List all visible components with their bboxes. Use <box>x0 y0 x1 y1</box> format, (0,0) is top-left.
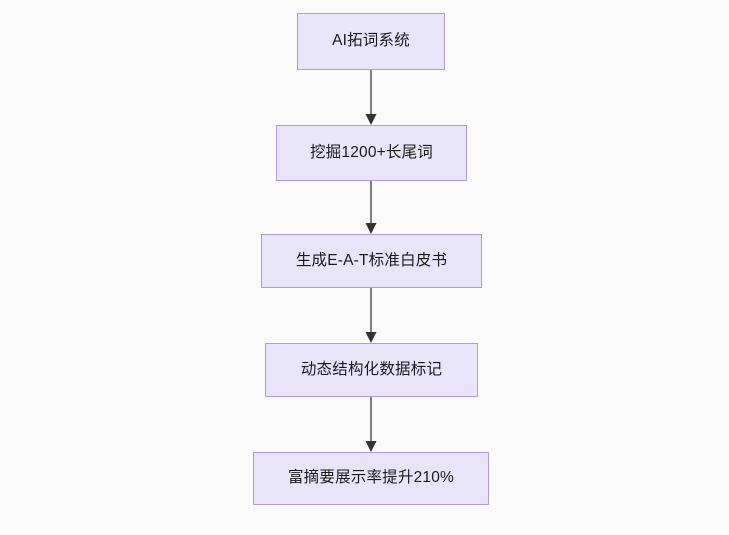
flowchart-node-label: AI拓词系统 <box>332 32 410 50</box>
edge-n2-n3 <box>365 181 377 234</box>
edge-n1-n2 <box>365 70 377 125</box>
edge-n3-n4 <box>365 288 377 343</box>
flowchart-node-label: 挖掘1200+长尾词 <box>309 143 434 161</box>
flowchart-node-label: 富摘要展示率提升210% <box>287 469 455 487</box>
flowchart-node-rich-snippet-result[interactable]: 富摘要展示率提升210% <box>253 452 489 505</box>
flowchart-node-long-tail-mining[interactable]: 挖掘1200+长尾词 <box>276 125 467 181</box>
flowchart-node-structured-data-markup[interactable]: 动态结构化数据标记 <box>265 343 478 397</box>
flowchart-node-ai-keyword-system[interactable]: AI拓词系统 <box>297 13 445 70</box>
flowchart-node-label: 动态结构化数据标记 <box>300 360 443 378</box>
flowchart-node-label: 生成E-A-T标准白皮书 <box>295 251 448 269</box>
edge-n4-n5 <box>365 397 377 452</box>
flowchart-node-eat-whitepaper[interactable]: 生成E-A-T标准白皮书 <box>261 234 482 288</box>
